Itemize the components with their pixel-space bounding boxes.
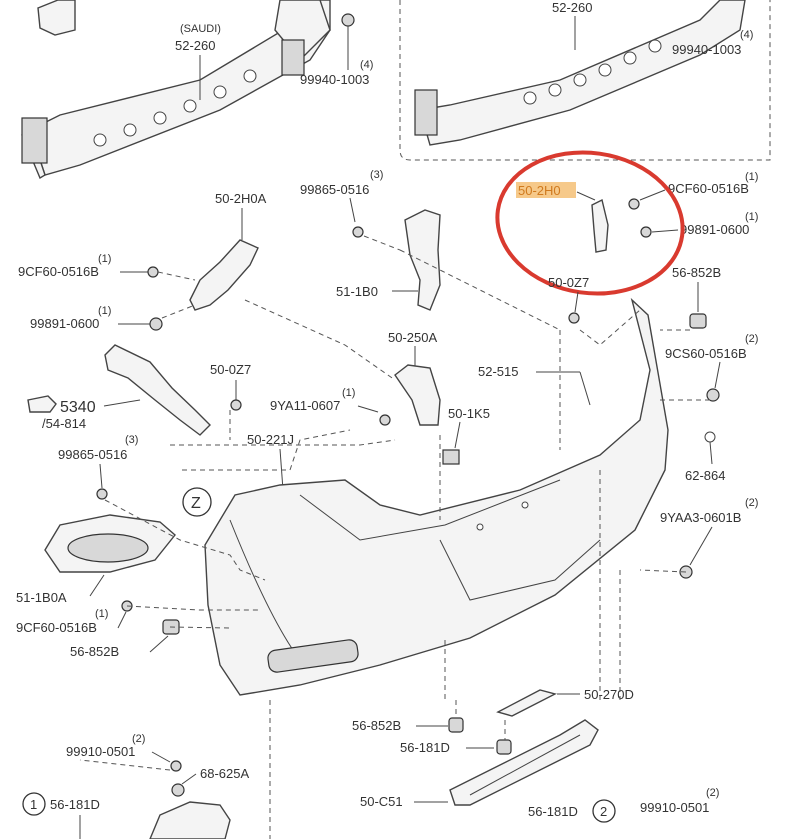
fastener-bottom-icon <box>171 783 185 797</box>
label-bolt-upper-left-code: 9CF60-0516B <box>18 264 99 279</box>
ref-circle-2 <box>592 799 616 823</box>
bolt-top-center-icon <box>341 13 355 27</box>
label-bolt-lower-left-qty: (1) <box>95 608 108 620</box>
label-lower-reinforcement: 52-515 <box>478 364 518 379</box>
label-nut-bottom: 56-181D <box>400 740 450 755</box>
label-screw-center-code: 99865-0516 <box>300 182 369 197</box>
label-bolt-top-center-code: 99940-1003 <box>300 72 369 87</box>
label-beam-left: 52-260 <box>175 38 215 53</box>
label-bolt-top-right-qty: (4) <box>740 29 753 41</box>
label-bolt-lower-right-qty: (2) <box>745 497 758 509</box>
bolt-right-icon <box>628 198 640 210</box>
label-bolt-lower-right-code: 9YAA3-0601B <box>660 510 741 525</box>
grommet-right-icon <box>689 313 707 329</box>
label-plug: 62-864 <box>685 468 725 483</box>
bracket-left <box>189 239 259 311</box>
label-saudi: (SAUDI) <box>180 23 221 35</box>
label-reflector-left: 51-1B0A <box>16 590 67 605</box>
nut-right-icon <box>640 226 652 238</box>
bottom-clip-assembly <box>149 801 231 839</box>
label-bolt-lower-left-code: 9CF60-0516B <box>16 620 97 635</box>
label-screw-left-qty: (3) <box>125 434 138 446</box>
label-screw-bottom-right-qty: (2) <box>706 787 719 799</box>
label-nut-left-code: 99891-0600 <box>30 316 99 331</box>
reflector-mount <box>404 209 441 311</box>
label-clip-center: 50-1K5 <box>448 406 490 421</box>
label-bolt-right-code: 9CF60-0516B <box>668 181 749 196</box>
label-screw-left-code: 99865-0516 <box>58 447 127 462</box>
label-nut-ref-2: 56-181D <box>528 804 578 819</box>
bumper-cover <box>204 297 669 696</box>
label-skid-plate: 50-C51 <box>360 794 403 809</box>
label-bolt-upper-left-qty: (1) <box>98 253 111 265</box>
label-grommet-bottom: 56-852B <box>352 718 401 733</box>
clip-center-icon <box>442 449 460 465</box>
callout-z-circle <box>182 487 212 517</box>
label-clip-right: 50-0Z7 <box>548 275 589 290</box>
bolt-mid-right-icon <box>706 388 720 402</box>
label-fastener-bottom: 68-625A <box>200 766 249 781</box>
screw-left-icon <box>96 488 108 500</box>
label-beam-right: 52-260 <box>552 0 592 15</box>
label-bracket-right-highlight: 50-2H0 <box>518 183 561 198</box>
label-nut-right-qty: (1) <box>745 211 758 223</box>
label-bolt-mid-right-code: 9CS60-0516B <box>665 346 747 361</box>
label-bumper-cover: 50-221J <box>247 432 294 447</box>
clip-right-icon <box>568 312 580 324</box>
label-ref-54-814: /54-814 <box>42 416 86 431</box>
bracket-center <box>394 364 441 426</box>
bolt-center-icon <box>379 414 391 426</box>
label-bracket-center: 50-250A <box>388 330 437 345</box>
label-ref-circle-1: 1 <box>30 797 37 812</box>
rear-beam-right-group <box>399 0 771 161</box>
label-grommet-left: 56-852B <box>70 644 119 659</box>
screw-center-icon <box>352 226 364 238</box>
label-bolt-mid-right-qty: (2) <box>745 333 758 345</box>
nut-left-icon <box>149 317 163 331</box>
nut-bottom-icon <box>496 739 512 755</box>
garnish <box>496 689 557 717</box>
grommet-bottom-icon <box>448 717 464 733</box>
label-nut-right-code: 99891-0600 <box>680 222 749 237</box>
label-screw-bottom-left-qty: (2) <box>132 733 145 745</box>
label-bolt-center-code: 9YA11-0607 <box>270 398 340 413</box>
label-bolt-center-qty: (1) <box>342 387 355 399</box>
label-bolt-right-qty: (1) <box>745 171 758 183</box>
skid-plate <box>449 719 599 806</box>
dashed-guides <box>79 249 710 839</box>
label-clip-left: 50-0Z7 <box>210 362 251 377</box>
clip-left-icon <box>230 399 242 411</box>
label-screw-center-qty: (3) <box>370 169 383 181</box>
label-ref-5340: 5340 <box>60 399 96 416</box>
rear-beam-left <box>21 0 331 180</box>
label-bolt-top-right-code: 99940-1003 <box>672 42 741 57</box>
label-ref-circle-2: 2 <box>600 804 607 819</box>
side-bracket-left <box>104 344 211 436</box>
highlight-ring <box>495 150 685 296</box>
label-screw-bottom-right-code: 99910-0501 <box>640 800 709 815</box>
ref-hand-icon <box>27 395 57 413</box>
label-bolt-top-center-qty: (4) <box>360 59 373 71</box>
label-nut-left-qty: (1) <box>98 305 111 317</box>
bolt-upper-left-icon <box>147 266 159 278</box>
label-bracket-left: 50-2H0A <box>215 191 267 206</box>
front-arrow-icon <box>37 0 76 36</box>
label-garnish: 50-270D <box>584 687 634 702</box>
ref-circle-1 <box>22 792 46 816</box>
screw-bottom-left-icon <box>170 760 182 772</box>
label-grommet-right: 56-852B <box>672 265 721 280</box>
label-nut-ref-1: 56-181D <box>50 797 100 812</box>
label-screw-bottom-left-code: 99910-0501 <box>66 744 135 759</box>
plug-icon <box>704 431 716 443</box>
bracket-right <box>591 198 609 253</box>
label-reflector-mount: 51-1B0 <box>336 284 378 299</box>
label-callout-z: Z <box>191 495 201 512</box>
